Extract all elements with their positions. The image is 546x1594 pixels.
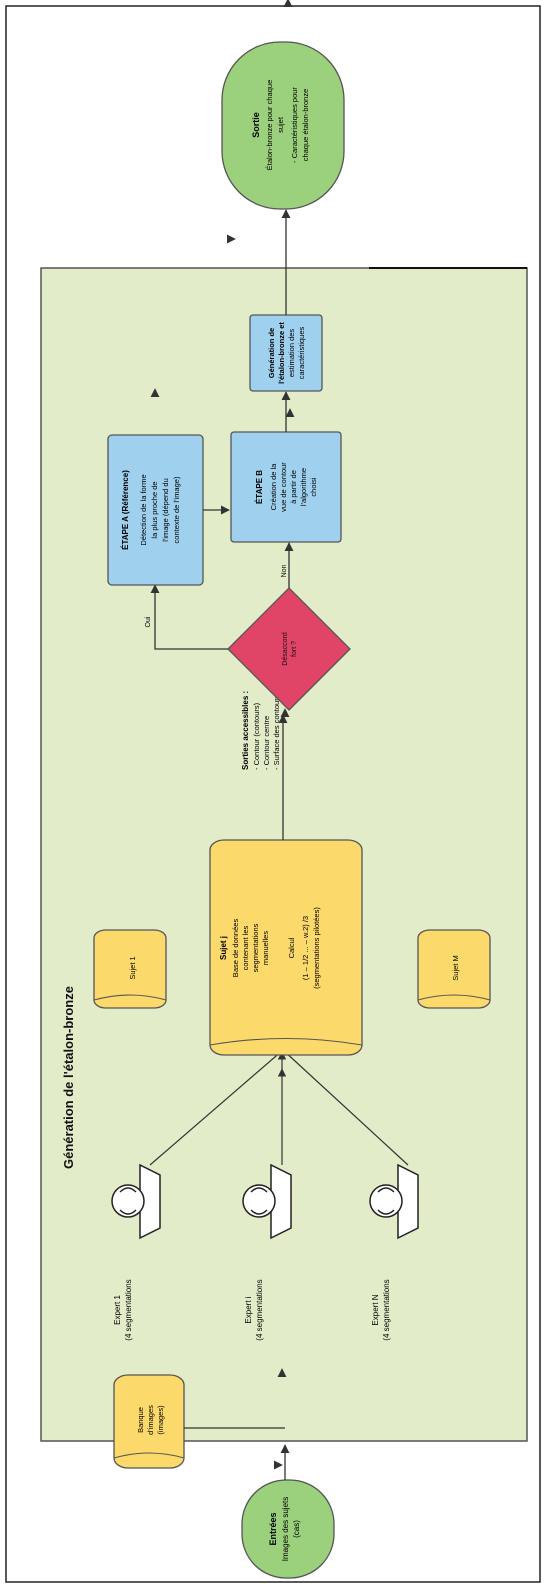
subject-main-line-2: contenant les (241, 925, 250, 970)
subject-main-formula-3: (segmentations pilotées) (312, 907, 321, 989)
outputs-block: Sorties accessibles : - Contour (contour… (241, 666, 281, 770)
start-title: Entrées (268, 1512, 278, 1545)
subject-main-line-3: segmentations (251, 923, 260, 972)
end-terminal[interactable] (221, 41, 345, 210)
end-line-4: chaque étalon-bronze (301, 89, 310, 162)
expert-i-detail: (4 segmentations (255, 1279, 264, 1340)
step-b-line-2: vue de contour (279, 462, 288, 512)
subject-M-label: Sujet M (451, 955, 460, 980)
end-line-2: sujet (276, 116, 285, 133)
image-bank-line-3: (images) (156, 1405, 165, 1435)
expert-N-icon (369, 1163, 419, 1240)
expert-i-icon (242, 1163, 292, 1240)
subject-main-line-1: Base de données (231, 919, 240, 978)
step-a-line-2: la plus proche de (150, 481, 159, 538)
generation-line-1: Génération de (267, 328, 276, 378)
generation-line-2: l'étalon-bronze et (277, 322, 286, 384)
outputs-item-2: - Contour centre (262, 716, 271, 770)
expert-1-icon (111, 1163, 161, 1240)
expert-N-detail: (4 segmentations (382, 1279, 391, 1340)
label-no: Non (281, 564, 288, 577)
decision-line-1: Désaccord (282, 632, 289, 666)
step-a-line-4: contexte de l'image) (172, 476, 181, 543)
subject-main-formula-1: Calcul (287, 937, 296, 958)
outputs-item-1: - Contour (contours) (252, 702, 261, 770)
generation-line-4: caractéristiques (297, 326, 306, 379)
subject-M-cylinder[interactable] (417, 929, 491, 1009)
image-bank-line-2: d'images (146, 1405, 155, 1435)
image-bank-cylinder[interactable] (113, 1374, 185, 1469)
subject-main-cylinder[interactable] (209, 839, 363, 1056)
start-terminal[interactable] (241, 1479, 335, 1579)
diagram-body: Génération de l'étalon-bronze (61, 0, 295, 1470)
subject-main-formula-2: (1 – 1/2 ... – w.2) /3 (301, 916, 310, 980)
outputs-header: Sorties accessibles : (241, 691, 250, 770)
step-a-title: ÉTAPE A (Référence) (121, 470, 130, 550)
subject-main-line-4: manuelles (261, 931, 270, 965)
image-bank-line-1: Banque (136, 1407, 145, 1433)
step-b-line-4: l'algorithme (299, 468, 308, 506)
end-line-3: - Caractéristiques pour (290, 87, 299, 163)
decision-line-2: fort ? (291, 641, 298, 657)
label-yes: Oui (145, 616, 152, 627)
end-line-1: Étalon-bronze pour chaque (265, 80, 274, 170)
subject-1-cylinder[interactable] (93, 929, 167, 1009)
generation-box[interactable] (249, 314, 323, 392)
page-border (5, 5, 541, 1583)
expert-N-name: Expert N (371, 1294, 380, 1325)
expert-i-name: Expert i (244, 1296, 253, 1323)
step-b-title: ÉTAPE B (255, 470, 264, 504)
start-line-2: (cas) (292, 1520, 301, 1538)
panel-title: Génération de l'étalon-bronze (61, 986, 76, 1169)
step-a-line-3: l'image (dépend du (161, 478, 170, 542)
generation-line-3: estimation des (287, 329, 296, 378)
edge-expert1-subjectj (149, 1049, 284, 1166)
start-line-1: Images des sujets (281, 1497, 290, 1561)
step-b-line-3: à partir de (289, 470, 298, 504)
subject-1-label: Sujet 1 (128, 956, 137, 979)
subject-main-label: Sujet j (219, 936, 228, 960)
step-b-line-5: choisi (309, 477, 318, 497)
expert-1-name: Expert 1 (113, 1295, 122, 1325)
step-a-line-1: Détection de la forme (139, 474, 148, 545)
edge-expertN-subjectj (282, 1049, 409, 1166)
edge-decision-stepa-page (150, 584, 228, 650)
outputs-item-3: - Surface des contours (nuage) (272, 666, 281, 770)
end-title: Sortie (251, 112, 261, 138)
step-b-line-1: Création de la (269, 463, 278, 511)
expert-1-detail: (4 segmentations (124, 1279, 133, 1340)
